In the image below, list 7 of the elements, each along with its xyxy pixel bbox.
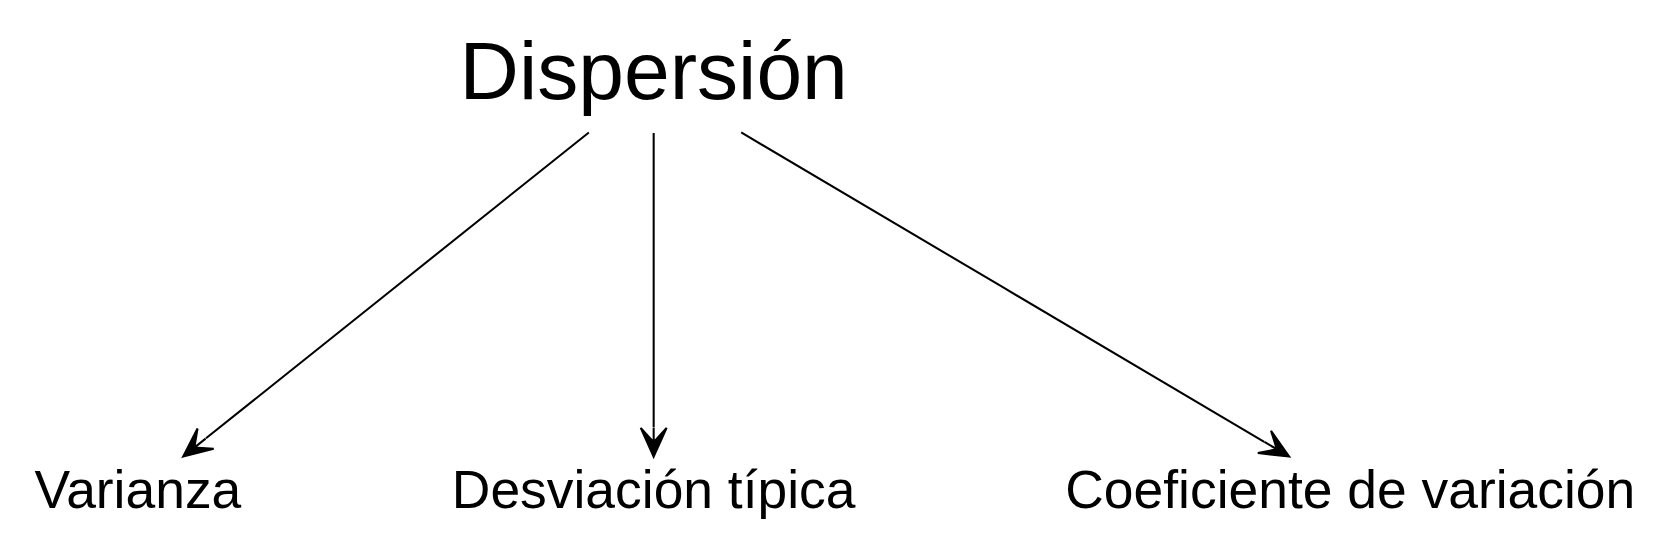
node-text: Varianza (33, 459, 241, 519)
arrow (181, 131, 589, 458)
node-text: Coeficiente de variación (1064, 459, 1635, 519)
node-text: Desviación típica (451, 459, 856, 519)
node-text: Dispersión (459, 24, 848, 116)
arrow (639, 132, 668, 458)
arrow (740, 131, 1290, 458)
